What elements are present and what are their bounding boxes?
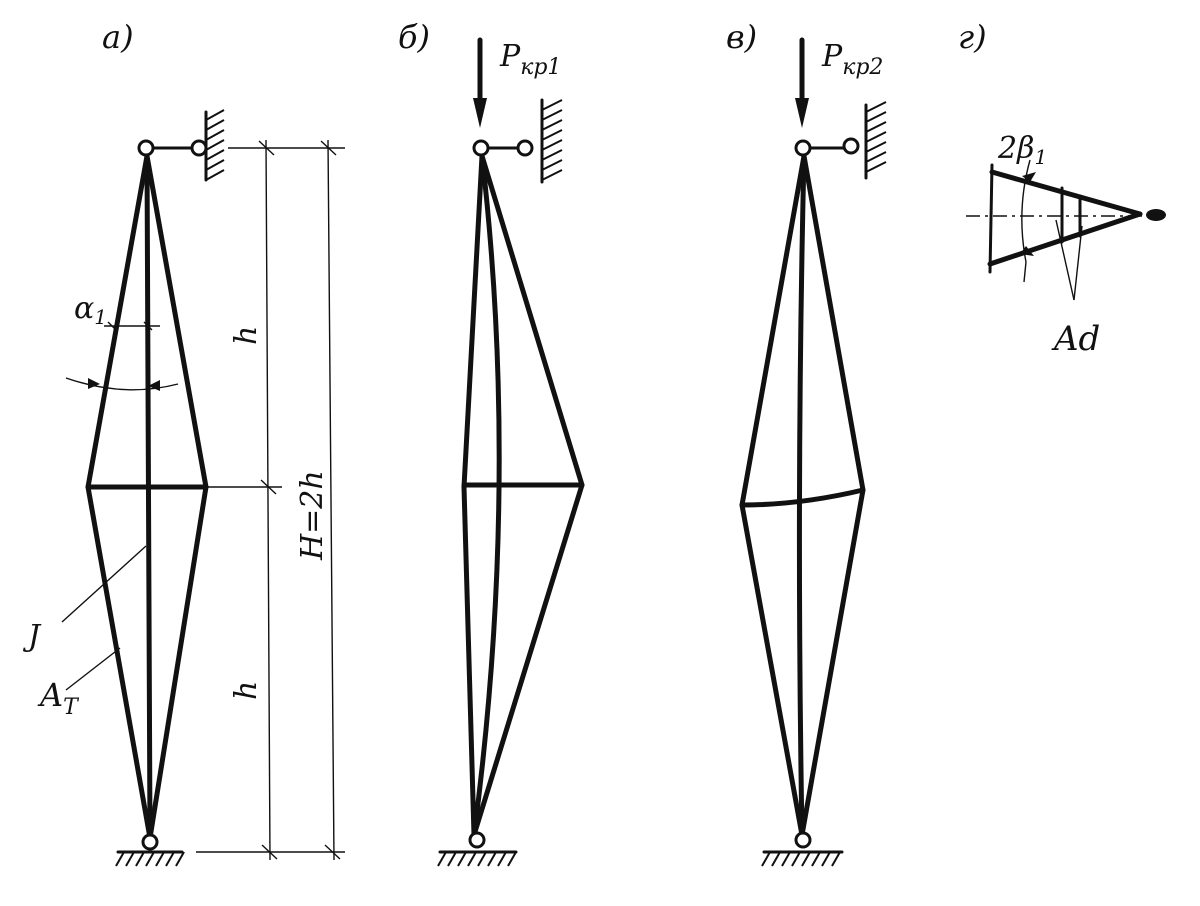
panel-b-strut	[461, 153, 585, 838]
alpha-annotation: α1	[65, 291, 179, 391]
panel-b: б) Pкр1	[398, 18, 585, 867]
load-arrow-c: Pкр2	[795, 37, 883, 128]
inertia-label: J	[22, 619, 42, 654]
total-height-label: H=2h	[295, 470, 330, 561]
beta-label: 2β1	[997, 131, 1047, 169]
panel-a-label: а)	[102, 18, 134, 56]
panel-a-bottom-support	[115, 833, 185, 867]
dimension-lines: h h H=2h	[196, 139, 345, 861]
panel-a: а)	[22, 18, 225, 867]
load-c-label: Pкр2	[821, 39, 883, 80]
panel-c: в) Pкр2	[726, 18, 887, 867]
area-rod-label: AT	[37, 676, 80, 720]
panel-a-strut	[85, 153, 209, 841]
area-diag-label: Ad	[1051, 319, 1100, 359]
panel-a-top-support	[137, 109, 225, 182]
alpha-label: α1	[74, 291, 107, 329]
panel-b-label: б)	[398, 18, 430, 56]
h-upper-label: h	[229, 326, 264, 345]
panel-a-leaders: J AT	[22, 545, 147, 720]
panel-c-label: в)	[726, 18, 757, 56]
load-b-label: Pкр1	[499, 39, 561, 80]
load-arrow-b: Pкр1	[473, 37, 561, 128]
cross-section-detail: 2β1 Ad	[966, 131, 1166, 359]
panel-c-bottom-support	[761, 831, 844, 867]
panel-d-label: г)	[958, 18, 987, 56]
panel-c-strut	[739, 153, 866, 838]
h-lower-label: h	[229, 681, 264, 700]
panel-b-bottom-support	[437, 831, 518, 867]
panel-c-top-support	[794, 101, 887, 180]
panel-d: г) 2β1 Ad	[958, 18, 1166, 359]
